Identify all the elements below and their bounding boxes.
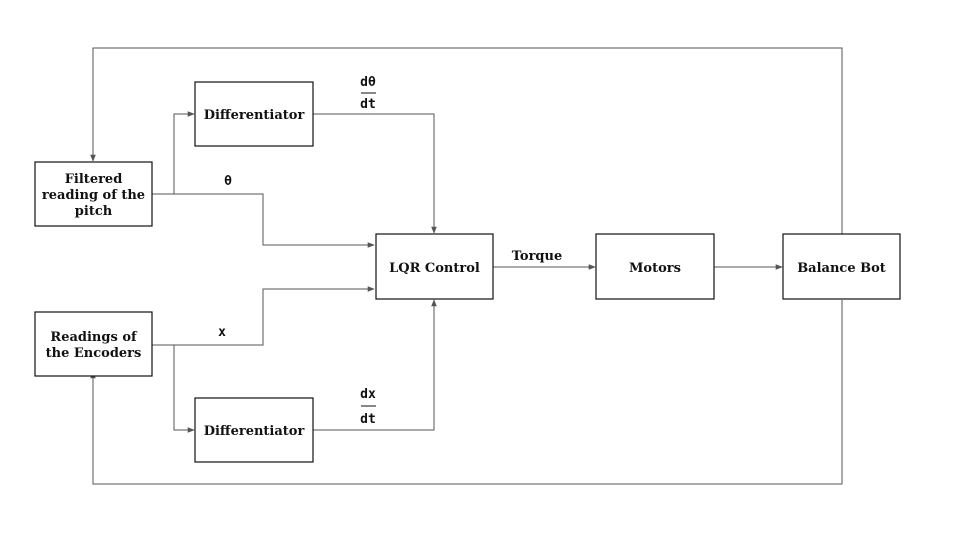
pitch-to-differentiator-arrow <box>152 111 195 195</box>
encoders-block: Readings of the Encoders <box>34 311 153 377</box>
differentiator-bottom-block: Differentiator <box>194 397 314 463</box>
filtered-pitch-label-line1: Filtered <box>65 172 123 187</box>
filtered-pitch-label-line2: reading of the <box>42 188 145 203</box>
x-label: x <box>218 325 226 340</box>
dx-fraction: dx dt <box>360 387 376 427</box>
balance-bot-block: Balance Bot <box>782 233 901 300</box>
dtheta-to-lqr-arrow <box>313 113 437 234</box>
filtered-pitch-label-line3: pitch <box>75 204 113 219</box>
dx-numerator: dx <box>360 387 376 402</box>
torque-label: Torque <box>512 249 563 264</box>
differentiator-bottom-label: Differentiator <box>204 424 305 439</box>
lqr-control-label: LQR Control <box>389 261 480 276</box>
differentiator-top-label: Differentiator <box>204 108 305 123</box>
dtheta-fraction: dθ dt <box>360 75 376 112</box>
encoders-label-line2: the Encoders <box>46 346 142 361</box>
lqr-control-block: LQR Control <box>375 233 494 300</box>
theta-label: θ <box>224 174 232 189</box>
dtheta-denominator: dt <box>360 97 376 112</box>
encoders-label-line1: Readings of <box>50 330 138 345</box>
filtered-pitch-block: Filtered reading of the pitch <box>34 161 153 227</box>
theta-to-lqr-arrow <box>152 193 375 248</box>
dx-denominator: dt <box>360 412 376 427</box>
dx-to-lqr-arrow <box>313 299 437 431</box>
feedback-to-encoders-arrow <box>90 300 843 485</box>
feedback-to-pitch-arrow <box>90 47 843 234</box>
dtheta-numerator: dθ <box>360 75 376 90</box>
differentiator-top-block: Differentiator <box>194 81 314 147</box>
x-to-lqr-arrow <box>152 286 375 346</box>
balance-bot-label: Balance Bot <box>797 261 886 276</box>
motors-block: Motors <box>595 233 715 300</box>
motors-label: Motors <box>629 261 681 276</box>
encoders-to-differentiator-arrow <box>152 344 195 433</box>
